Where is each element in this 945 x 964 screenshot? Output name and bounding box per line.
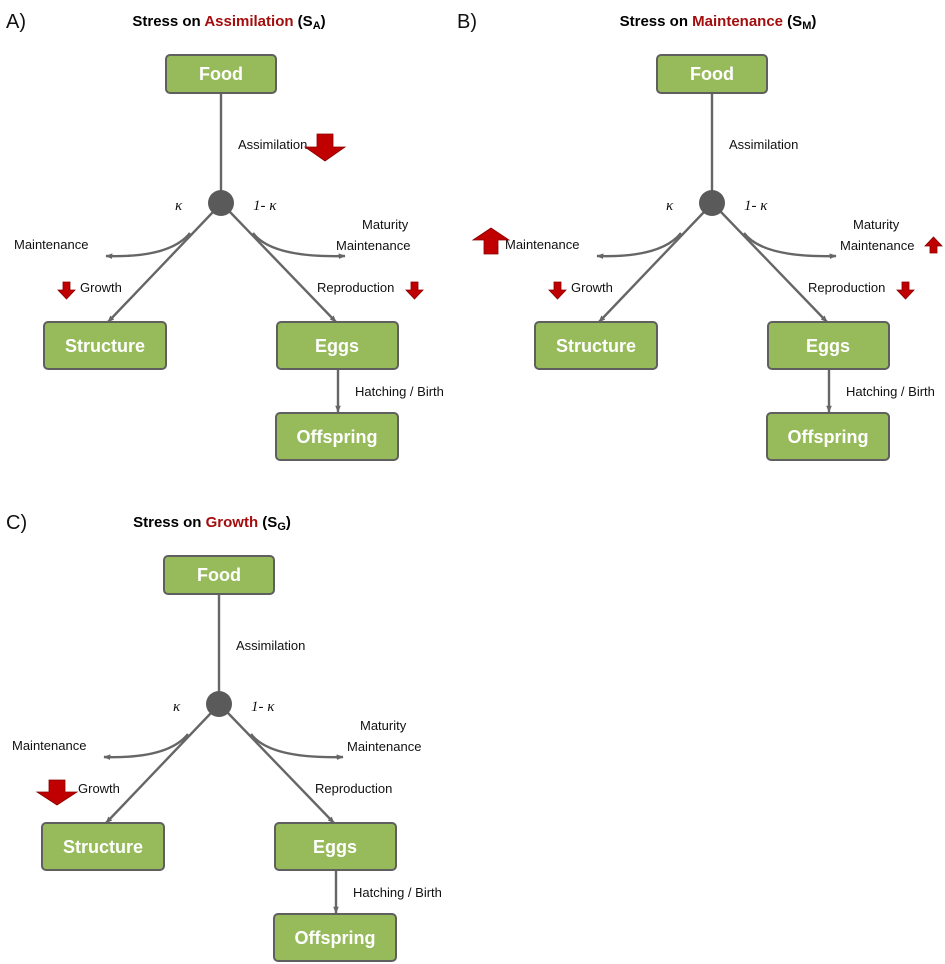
reproduction-decrease-arrow-icon	[405, 281, 424, 300]
panel-a: A) Stress on Assimilation (SA) Food Stru…	[6, 11, 444, 461]
svg-text:Food: Food	[199, 64, 243, 84]
panel-letter: B)	[457, 11, 477, 33]
reproduction-decrease-arrow-icon	[896, 281, 915, 300]
assimilation-label: Assimilation	[238, 137, 307, 152]
panel-b: B) Stress on Maintenance (SM) Food Struc…	[457, 11, 943, 461]
assimilation-label: Assimilation	[236, 638, 305, 653]
eggs-box: Eggs	[276, 321, 399, 370]
structure-box: Structure	[534, 321, 658, 370]
panel-title: Stress on Maintenance (SM)	[620, 13, 817, 32]
panel-title: Stress on Assimilation (SA)	[132, 13, 325, 32]
kappa-split-node	[206, 691, 232, 717]
svg-text:Structure: Structure	[65, 336, 145, 356]
svg-text:Food: Food	[690, 64, 734, 84]
assimilation-decrease-arrow-icon	[303, 133, 347, 162]
reproduction-label: Reproduction	[315, 781, 392, 796]
svg-text:Eggs: Eggs	[315, 336, 359, 356]
maintenance-label: Maintenance	[505, 237, 579, 252]
kappa-split-node	[699, 190, 725, 216]
maturity-label: Maturity	[362, 217, 409, 232]
growth-label: Growth	[571, 280, 613, 295]
svg-text:Food: Food	[197, 565, 241, 585]
svg-text:Eggs: Eggs	[313, 837, 357, 857]
food-box: Food	[163, 555, 275, 595]
hatching-label: Hatching / Birth	[846, 384, 935, 399]
svg-text:Offspring: Offspring	[788, 427, 869, 447]
maturity-label: Maturity	[360, 718, 407, 733]
structure-box: Structure	[41, 822, 165, 871]
maintenance-label: Maintenance	[12, 738, 86, 753]
one-minus-kappa-label: 1- κ	[251, 699, 275, 715]
hatching-label: Hatching / Birth	[353, 885, 442, 900]
maturity-maintenance-label: Maintenance	[347, 739, 421, 754]
food-box: Food	[656, 54, 768, 94]
kappa-label: κ	[175, 198, 183, 214]
kappa-label: κ	[173, 699, 181, 715]
one-minus-kappa-label: 1- κ	[253, 198, 277, 214]
offspring-box: Offspring	[273, 913, 397, 962]
maturity-maintenance-increase-arrow-icon	[924, 236, 943, 254]
svg-text:Structure: Structure	[63, 837, 143, 857]
maturity-label: Maturity	[853, 217, 900, 232]
kappa-split-node	[208, 190, 234, 216]
panel-c: C) Stress on Growth (SG) Food Structure …	[6, 512, 442, 962]
assimilation-label: Assimilation	[729, 137, 798, 152]
svg-text:Eggs: Eggs	[806, 336, 850, 356]
svg-text:Offspring: Offspring	[297, 427, 378, 447]
growth-label: Growth	[78, 781, 120, 796]
offspring-box: Offspring	[766, 412, 890, 461]
eggs-box: Eggs	[767, 321, 890, 370]
panel-letter: C)	[6, 512, 27, 534]
hatching-label: Hatching / Birth	[355, 384, 444, 399]
svg-text:Structure: Structure	[556, 336, 636, 356]
one-minus-kappa-label: 1- κ	[744, 198, 768, 214]
maturity-maintenance-label: Maintenance	[336, 238, 410, 253]
panel-title: Stress on Growth (SG)	[133, 514, 291, 533]
growth-label: Growth	[80, 280, 122, 295]
maturity-maintenance-label: Maintenance	[840, 238, 914, 253]
maintenance-label: Maintenance	[14, 237, 88, 252]
food-box: Food	[165, 54, 277, 94]
offspring-box: Offspring	[275, 412, 399, 461]
kappa-label: κ	[666, 198, 674, 214]
eggs-box: Eggs	[274, 822, 397, 871]
reproduction-label: Reproduction	[808, 280, 885, 295]
svg-text:Offspring: Offspring	[295, 928, 376, 948]
reproduction-label: Reproduction	[317, 280, 394, 295]
maintenance-increase-arrow-icon	[471, 227, 511, 255]
growth-decrease-arrow-icon	[57, 281, 76, 300]
panel-letter: A)	[6, 11, 26, 33]
growth-decrease-arrow-icon	[35, 779, 79, 806]
structure-box: Structure	[43, 321, 167, 370]
growth-decrease-arrow-icon	[548, 281, 567, 300]
